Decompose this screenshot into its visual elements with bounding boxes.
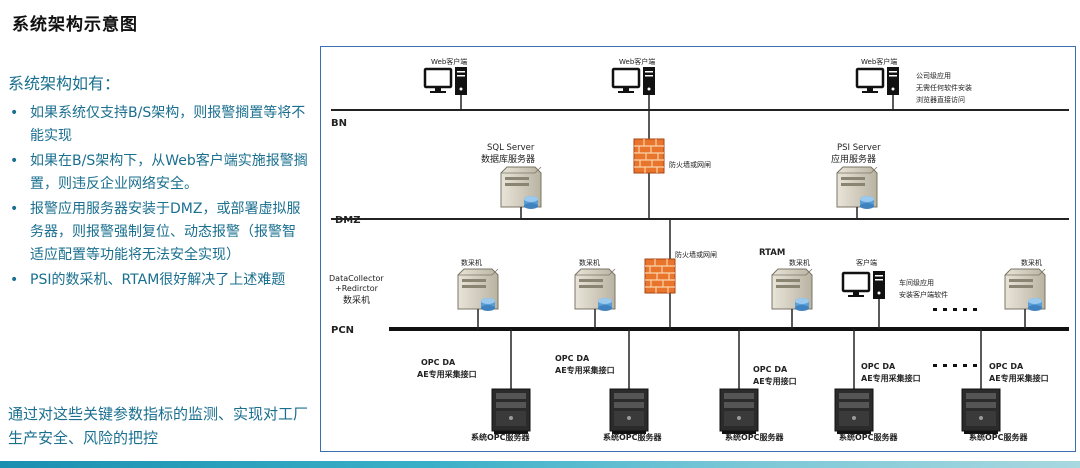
pcn-client-note: 车间级应用	[899, 278, 934, 287]
firewall-top-label: 防火墙或网闸	[669, 160, 711, 169]
web-note-line: 无需任何软件安装	[916, 83, 972, 92]
bottom-accent-bar	[0, 461, 1080, 468]
opc-ae-label: AE专用采集接口	[417, 369, 477, 379]
opc-da-label: OPC DA	[421, 358, 456, 367]
opc-server-label: 系统OPC服务器	[969, 432, 1029, 442]
pcn-client-label: 客户端	[856, 258, 877, 267]
opc-server-label: 系统OPC服务器	[839, 432, 899, 442]
bullet-list: 如果系统仅支持B/S架构，则报警搁置等将不能实现 如果在B/S架构下，从Web客…	[8, 102, 308, 292]
opc-ae-label: AE专用采集接口	[989, 373, 1049, 383]
pcn-label: PCN	[331, 325, 354, 336]
opc-da-label: OPC DA	[555, 354, 590, 363]
bullet-item: PSI的数采机、RTAM很好解决了上述难题	[8, 269, 308, 292]
collector-label: 数采机	[579, 258, 600, 267]
web-note-line: 公司级应用	[916, 71, 951, 80]
psi-server-sub: 应用服务器	[831, 153, 876, 165]
collector-label: 数采机	[789, 258, 810, 267]
more-collectors-dots	[933, 308, 977, 311]
web-client-label: Web客户端	[619, 57, 655, 66]
rtam-label: RTAM	[759, 248, 785, 258]
opc-server-2-icon	[609, 388, 649, 435]
opc-server-label: 系统OPC服务器	[471, 432, 531, 442]
collector-2-icon	[574, 268, 616, 312]
collector-4-icon	[1004, 268, 1046, 312]
opc-server-1-icon	[491, 388, 531, 435]
conclusion-text: 通过对这些关键参数指标的监测、实现对工厂生产安全、风险的把控	[8, 405, 309, 447]
opc-da-label: OPC DA	[861, 362, 896, 371]
dmz-label: DMZ	[335, 215, 361, 226]
opc-ae-label: AE专用采集接口	[555, 365, 615, 375]
page-title: 系统架构示意图	[12, 15, 138, 35]
firewall-mid-icon	[644, 258, 676, 294]
firewall-mid-label: 防火墙或网闸	[675, 250, 717, 259]
diagram-canvas: BN DMZ PCN Web客户端 Web客户端 Web客户端 公司级应用 无需…	[329, 57, 1069, 442]
psi-server-icon	[836, 166, 878, 210]
sql-server-icon	[500, 166, 542, 210]
collector-3-icon	[771, 268, 813, 312]
pcn-client-icon	[841, 269, 887, 301]
web-client-label: Web客户端	[431, 57, 467, 66]
more-opc-dots	[933, 364, 977, 367]
collector-label: 数采机	[461, 258, 482, 267]
web-note-line: 浏览器直接访问	[916, 95, 965, 104]
datacollector-line: 数采机	[343, 294, 370, 306]
web-client-3-icon	[855, 65, 901, 97]
sql-server-sub: 数据库服务器	[481, 153, 535, 165]
web-client-2-icon	[611, 65, 657, 97]
psi-server-name: PSI Server	[837, 143, 881, 153]
opc-server-3-icon	[719, 388, 759, 435]
web-client-label: Web客户端	[861, 57, 897, 66]
opc-server-4-icon	[834, 388, 874, 435]
opc-ae-label: AE专用采集接口	[861, 373, 921, 383]
web-client-1-icon	[423, 65, 469, 97]
firewall-top-icon	[633, 138, 665, 174]
bn-label: BN	[331, 118, 347, 129]
left-panel: 系统架构如有： 如果系统仅支持B/S架构，则报警搁置等将不能实现 如果在B/S架…	[8, 70, 308, 294]
architecture-diagram: BN DMZ PCN Web客户端 Web客户端 Web客户端 公司级应用 无需…	[320, 46, 1076, 452]
opc-server-5-icon	[961, 388, 1001, 435]
left-heading: 系统架构如有：	[8, 74, 121, 93]
pcn-client-note: 安装客户端软件	[899, 290, 948, 299]
sql-server-name: SQL Server	[487, 143, 535, 153]
datacollector-line: DataCollector	[329, 274, 384, 283]
bullet-item: 如果系统仅支持B/S架构，则报警搁置等将不能实现	[8, 102, 308, 148]
opc-server-label: 系统OPC服务器	[603, 432, 663, 442]
bullet-item: 如果在B/S架构下，从Web客户端实施报警搁置，则违反企业网络安全。	[8, 150, 308, 196]
collector-1-icon	[457, 268, 499, 312]
opc-ae-label: AE专用接口	[753, 376, 797, 386]
collector-label: 数采机	[1021, 258, 1042, 267]
datacollector-line: +Redirctor	[335, 284, 379, 293]
bullet-item: 报警应用服务器安装于DMZ，或部署虚拟服务器，则报警强制复位、动态报警（报警智适…	[8, 198, 308, 267]
opc-da-label: OPC DA	[753, 365, 788, 374]
opc-server-label: 系统OPC服务器	[725, 432, 785, 442]
opc-da-label: OPC DA	[989, 362, 1024, 371]
